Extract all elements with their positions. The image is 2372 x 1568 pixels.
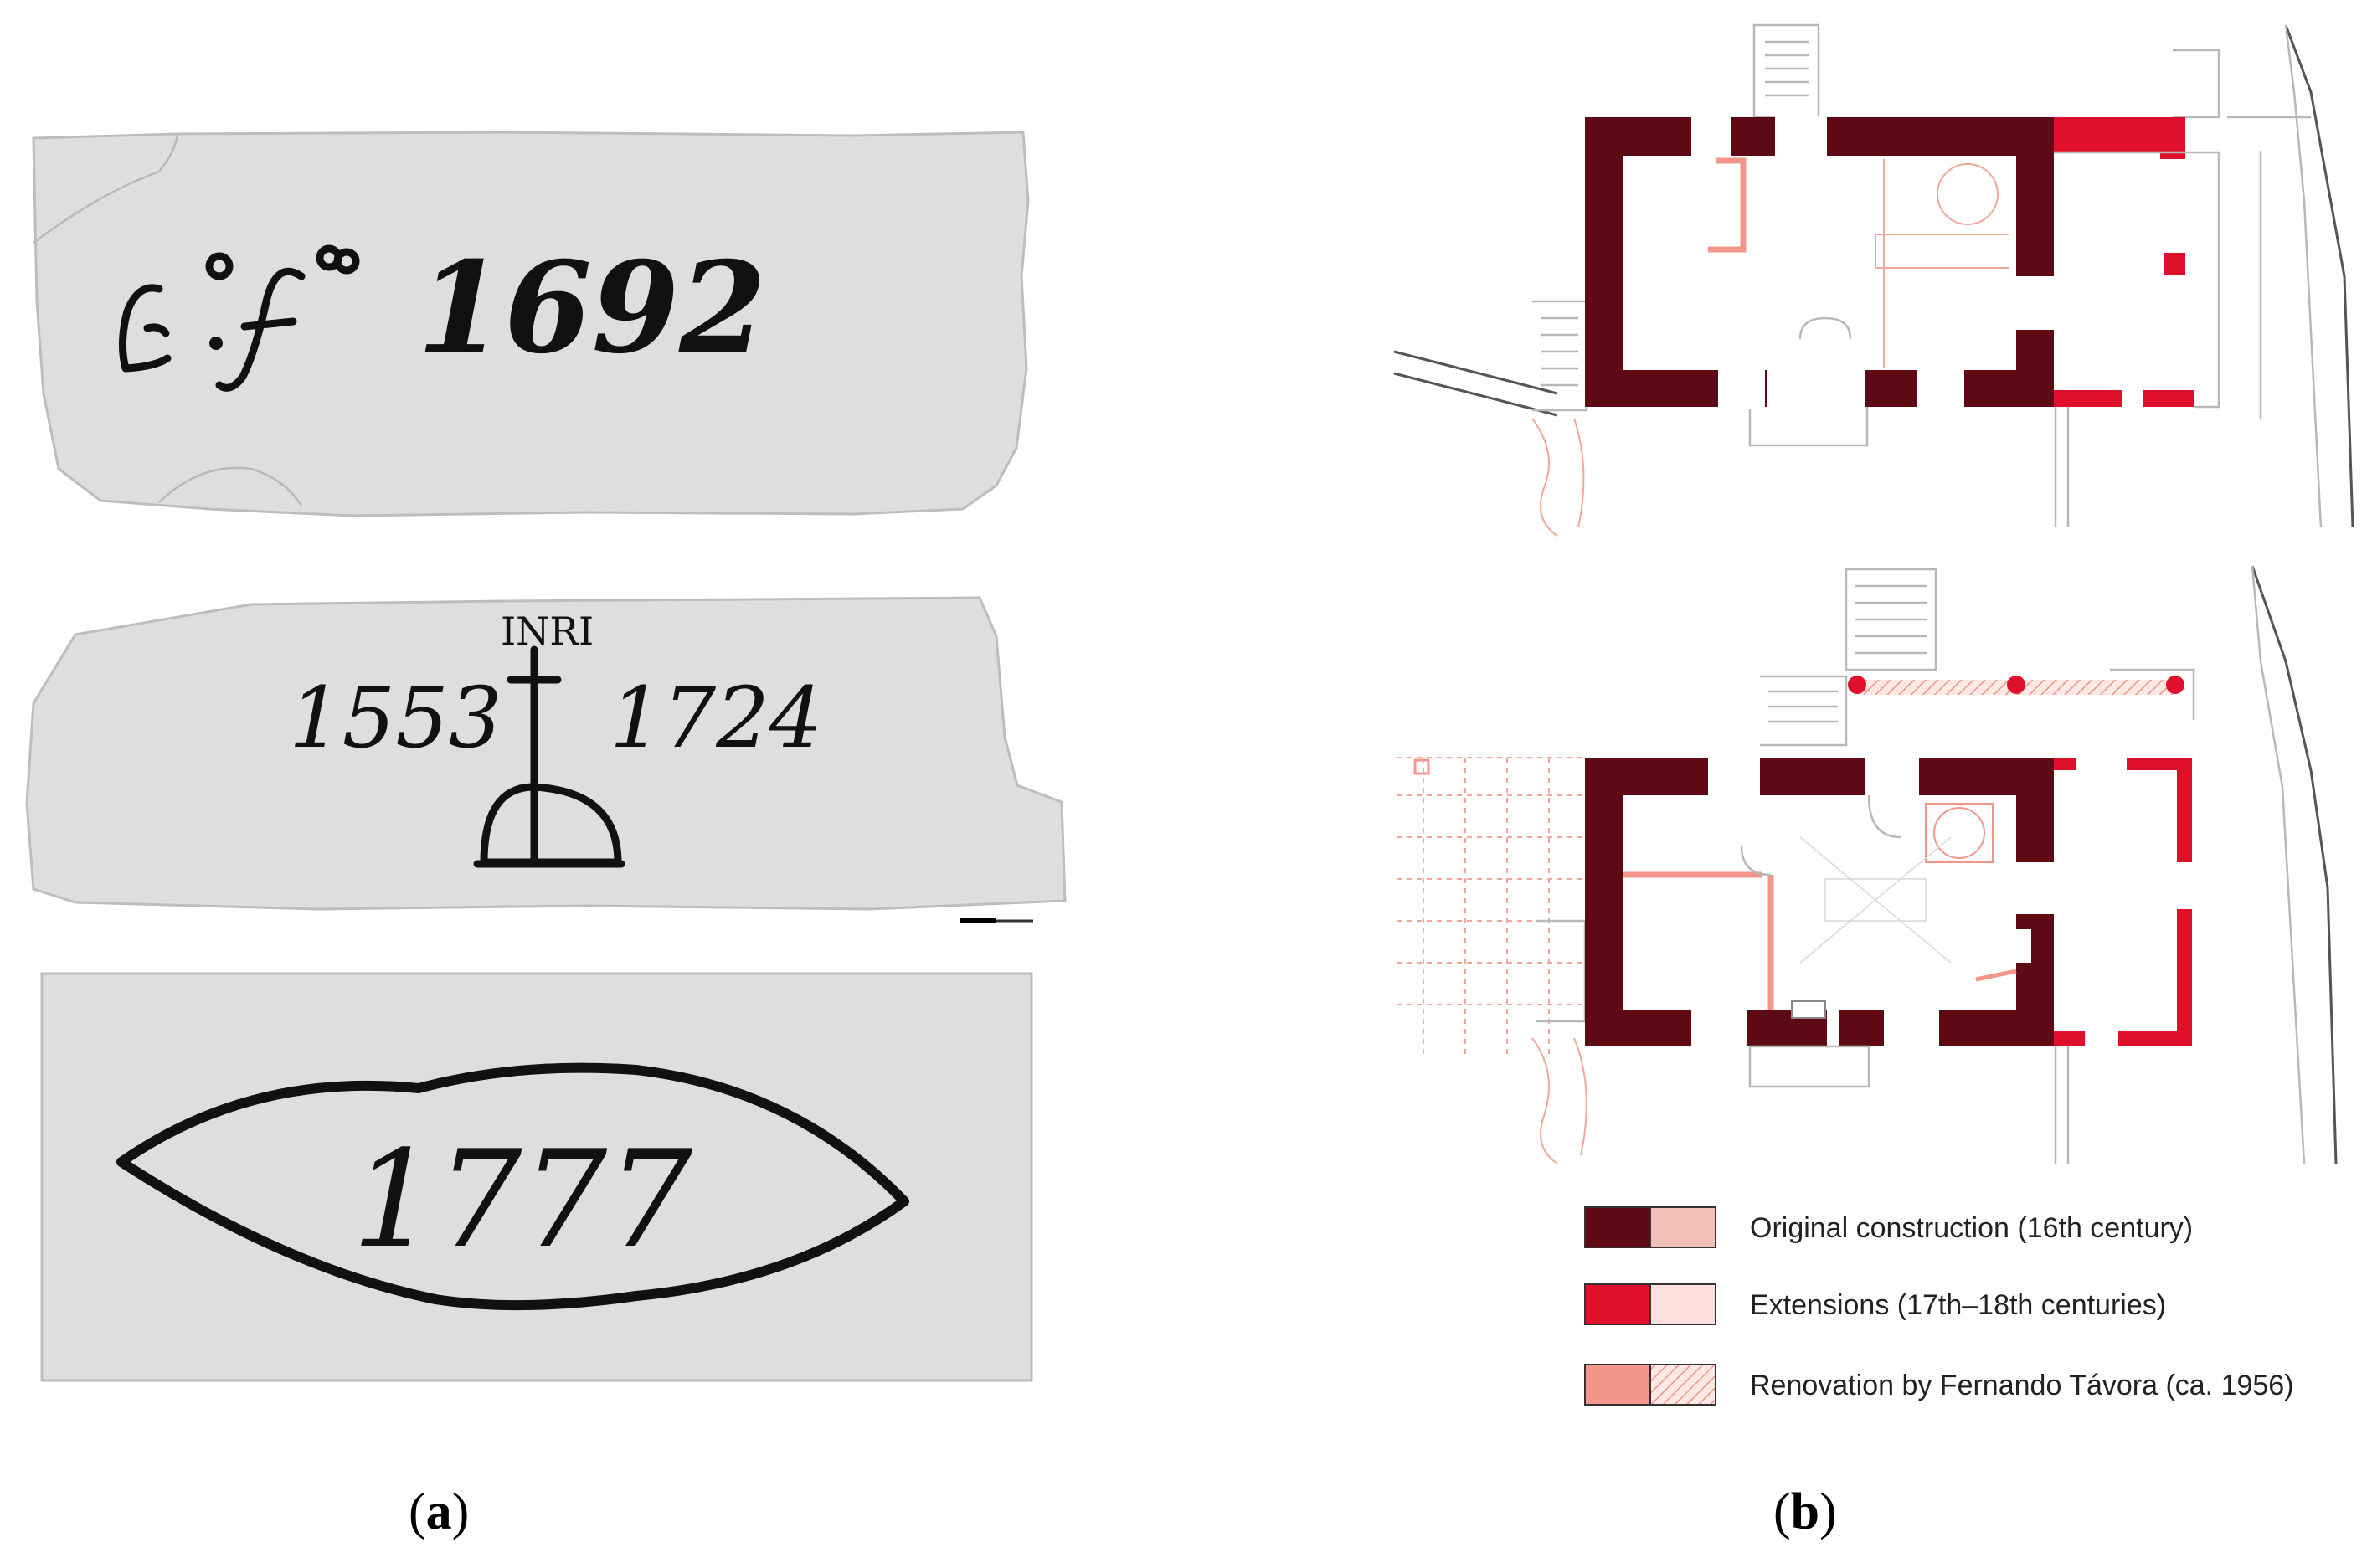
bottom-canopy-outline <box>2110 668 2195 720</box>
stone-2-right-year: 1724 <box>610 669 823 767</box>
bottom-pergola-grid <box>1397 757 1585 1055</box>
legend-item-original: Original construction (16th century) <box>1584 1206 2193 1248</box>
top-renovation-partition <box>1708 157 1747 253</box>
top-extension-outline <box>2054 151 2220 409</box>
top-openings <box>1691 116 2056 409</box>
top-plan-annex <box>2173 49 2311 419</box>
top-door-arc <box>1798 316 1852 340</box>
top-plan-path <box>1393 350 1558 417</box>
panel-a: 1692 INRI 1553 1724 1777 (a) <box>25 131 1067 1540</box>
legend-swatch-original-light <box>1649 1206 1716 1248</box>
stone-1-slab <box>32 131 1030 517</box>
stone-1-glyphs <box>118 244 360 392</box>
bottom-plan-entry-stairs <box>1760 675 1848 747</box>
floor-plan-top <box>1393 23 2354 537</box>
bottom-original-walls <box>1585 758 2054 1046</box>
stone-2: INRI 1553 1724 <box>25 596 1067 923</box>
legend-swatch-renovation-solid <box>1584 1364 1651 1406</box>
legend-label-original: Original construction (16th century) <box>1750 1212 2193 1244</box>
top-spiral-stair <box>1937 163 1999 225</box>
legend-swatch-original-dark <box>1584 1206 1651 1248</box>
stone-2-slab <box>25 596 1067 911</box>
bottom-plan-stairs <box>1845 568 1937 671</box>
bottom-plan-stones <box>1531 1037 1587 1164</box>
top-plan-side-stairs <box>1532 300 1588 412</box>
stone-3-inscription: 1777 <box>352 1121 692 1278</box>
stone-3: 1777 <box>40 972 1033 1382</box>
caption-b: (b) <box>1773 1483 1837 1540</box>
panel-b: Original construction (16th century) Ext… <box>1393 23 2354 1540</box>
top-plan-stones <box>1531 418 1585 537</box>
bottom-extension-lines <box>2054 1046 2070 1164</box>
floor-plan-bottom <box>1397 565 2338 1164</box>
stone-1-crack <box>33 133 179 244</box>
cross-on-dome <box>473 645 625 868</box>
top-interior-lines <box>1708 159 2009 368</box>
bottom-canopy-posts <box>1848 676 2184 694</box>
top-plan-stairs <box>1752 23 1820 119</box>
bottom-door-box <box>1791 1000 1826 1019</box>
bottom-side-stairs <box>1536 919 1587 1023</box>
bottom-renovation-partitions <box>1623 803 2017 1010</box>
top-plan-road <box>2284 24 2354 528</box>
top-plan-porch <box>1748 404 2070 527</box>
stone-1-chip <box>158 466 303 506</box>
bottom-pergola-post <box>1413 758 1430 775</box>
legend: Original construction (16th century) Ext… <box>1584 1206 2294 1406</box>
stone-2-cross-label: INRI <box>501 609 594 654</box>
bottom-extension-walls <box>2054 758 2192 1046</box>
stone-3-slab <box>40 972 1033 1382</box>
caption-a: (a) <box>409 1483 469 1540</box>
legend-label-renovation: Renovation by Fernando Távora (ca. 1956) <box>1750 1370 2294 1401</box>
stone-2-left-year: 1553 <box>289 669 502 767</box>
top-plan-road-edge <box>2284 24 2323 528</box>
stone-1-inscription: 1692 <box>417 234 766 382</box>
stone-1: 1692 <box>32 131 1030 517</box>
legend-swatch-extension-light <box>1649 1283 1716 1325</box>
bottom-door-arcs <box>1740 794 1901 877</box>
bottom-plan-road-edge <box>2251 565 2306 1164</box>
top-original-walls <box>1585 117 2054 407</box>
legend-item-renovation: Renovation by Fernando Távora (ca. 1956) <box>1584 1364 2294 1406</box>
top-extension-walls <box>2054 117 2194 407</box>
legend-item-extensions: Extensions (17th–18th centuries) <box>1584 1283 2166 1325</box>
bottom-extension-window <box>2174 862 2194 909</box>
bottom-openings <box>1691 756 2056 1048</box>
stone-3-lens <box>116 1062 909 1311</box>
legend-swatch-extension-dark <box>1584 1283 1651 1325</box>
legend-swatch-renovation-hatch <box>1649 1364 1716 1406</box>
bottom-plan-road <box>2251 565 2338 1164</box>
bottom-plan-porch <box>1748 1045 1870 1088</box>
legend-label-extensions: Extensions (17th–18th centuries) <box>1750 1289 2166 1321</box>
